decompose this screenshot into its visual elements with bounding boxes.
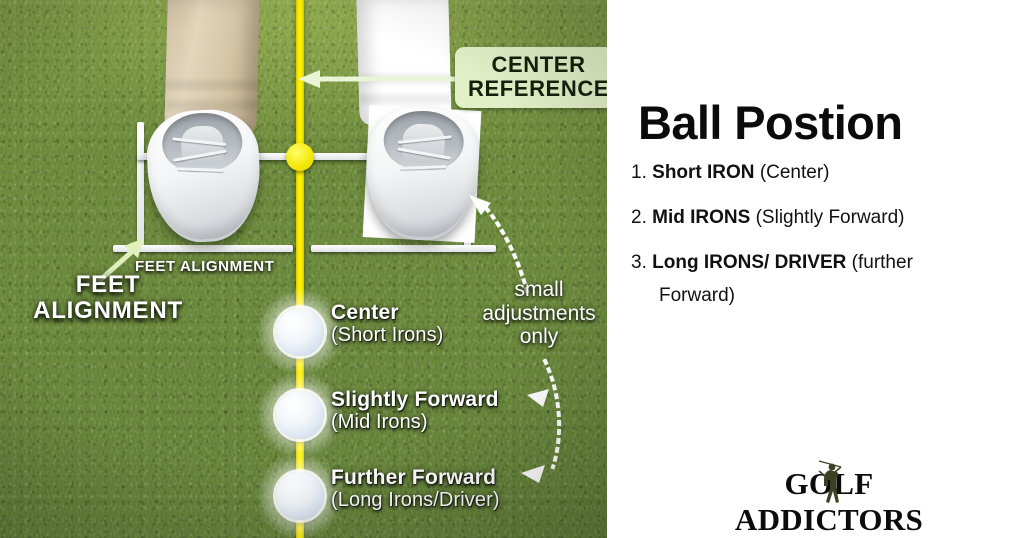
ball-marker-slightly-forward — [256, 371, 344, 459]
golfer-silhouette-icon — [818, 460, 842, 503]
feet-alignment-label-big: FEET ALIGNMENT — [18, 272, 198, 324]
ball-label-slightly-forward-sub: (Mid Irons) — [331, 411, 499, 434]
ball-position-list: 1. Short IRON (Center) 2. Mid IRONS (Sli… — [631, 163, 1023, 331]
feet-alignment-big-line-1: FEET — [18, 272, 198, 298]
ball-label-center: Center (Short Irons) — [331, 301, 443, 347]
list-item: 2. Mid IRONS (Slightly Forward) — [631, 208, 1023, 227]
feet-alignment-big-line-2: ALIGNMENT — [18, 297, 198, 324]
ball-label-slightly-forward: Slightly Forward (Mid Irons) — [331, 388, 499, 434]
ball-label-center-main: Center — [331, 301, 443, 325]
ball-label-further-forward-sub: (Long Irons/Driver) — [331, 489, 500, 512]
list-item-bold: Long IRONS/ DRIVER — [652, 252, 847, 273]
small-adjustments-line-2: adjustments — [480, 302, 598, 326]
brand-logo-text: GOLF ADDICTORS — [734, 466, 924, 537]
ball-marker-further-forward — [256, 452, 344, 538]
ball-marker-center — [256, 288, 344, 376]
list-item-number: 2. — [631, 207, 647, 228]
list-item-plain: (further — [851, 252, 913, 273]
small-adjustments-line-3: only — [480, 325, 598, 349]
list-item-wrap: Forward) — [659, 285, 736, 306]
callout-line-1: CENTER — [468, 52, 607, 77]
ball-label-slightly-forward-main: Slightly Forward — [331, 388, 499, 412]
list-item-number: 3. — [631, 252, 647, 273]
page-title: Ball Postion — [638, 96, 903, 149]
list-item-plain: (Center) — [759, 162, 830, 183]
list-item-plain: (Slightly Forward) — [755, 207, 905, 228]
feet-alignment-arrow-icon — [96, 238, 144, 284]
ball-label-further-forward-main: Further Forward — [331, 466, 500, 490]
golf-stance-photo: CENTER REFERENCE FEET ALIGNMENT FEET ALI… — [0, 0, 607, 538]
list-item-number: 1. — [631, 162, 647, 183]
center-reference-line — [296, 0, 304, 538]
brand-logo[interactable]: GOLF ADDICTORS — [694, 458, 964, 537]
center-reference-callout: CENTER REFERENCE — [455, 47, 607, 109]
callout-line-2: REFERENCE — [468, 76, 607, 101]
dotted-arrow-lower-icon — [521, 358, 562, 483]
info-panel: Ball Postion 1. Short IRON (Center) 2. M… — [607, 0, 1024, 538]
feet-alignment-label-small: FEET ALIGNMENT — [135, 258, 275, 275]
toe-line-left — [113, 245, 293, 252]
toe-line-right — [311, 245, 496, 252]
center-reference-dot — [286, 143, 314, 171]
small-adjustments-line-1: small — [480, 278, 598, 302]
center-reference-arrow-icon — [298, 70, 461, 88]
ball-label-further-forward: Further Forward (Long Irons/Driver) — [331, 466, 500, 512]
list-item-bold: Mid IRONS — [652, 207, 751, 228]
photo-vignette — [0, 0, 607, 538]
ball-label-center-sub: (Short Irons) — [331, 324, 443, 347]
alignment-rod-left-vertical — [137, 122, 144, 246]
list-item-bold: Short IRON — [652, 162, 755, 183]
list-item: 1. Short IRON (Center) — [631, 163, 1023, 182]
small-adjustments-label: small adjustments only — [480, 278, 598, 349]
dotted-arrow-upper-icon — [469, 195, 530, 294]
list-item: 3. Long IRONS/ DRIVER (further Forward) — [631, 253, 1023, 305]
